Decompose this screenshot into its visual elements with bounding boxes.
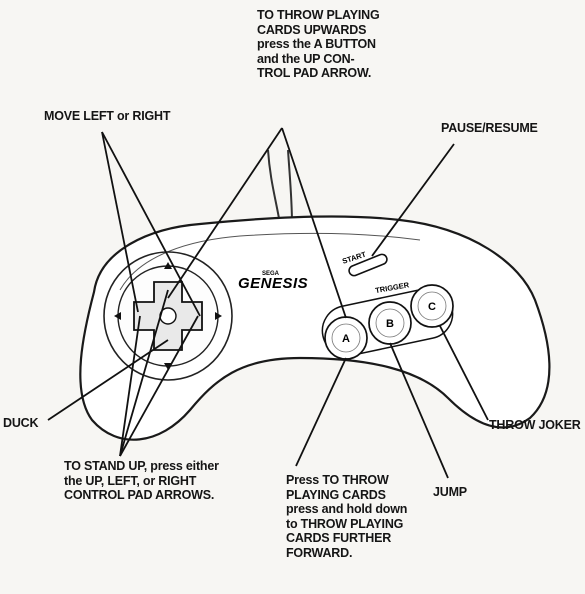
leader-throw-cards (296, 358, 346, 466)
stand-up-instruction: TO STAND UP, press either the UP, LEFT, … (64, 459, 264, 503)
throw-up-instruction: TO THROW PLAYING CARDS UPWARDS press the… (257, 8, 407, 81)
throw-cards-instruction: Press TO THROW PLAYING CARDS press and h… (286, 473, 436, 560)
controller-cable (268, 150, 280, 224)
move-instruction: MOVE LEFT or RIGHT (44, 109, 214, 124)
a-button[interactable]: A (325, 317, 367, 359)
a-button-label: A (342, 333, 350, 345)
genesis-logo: GENESIS (238, 275, 308, 292)
pause-instruction: PAUSE/RESUME (441, 121, 581, 136)
throw-joker-instruction: THROW JOKER (489, 418, 584, 433)
jump-instruction: JUMP (433, 485, 493, 500)
controller-cable-shadow (288, 150, 292, 224)
c-button[interactable]: C (411, 285, 453, 327)
directional-pad[interactable] (104, 252, 232, 380)
b-button-label: B (386, 318, 394, 330)
duck-instruction: DUCK (3, 416, 63, 431)
c-button-label: C (428, 301, 436, 313)
b-button[interactable]: B (369, 302, 411, 344)
